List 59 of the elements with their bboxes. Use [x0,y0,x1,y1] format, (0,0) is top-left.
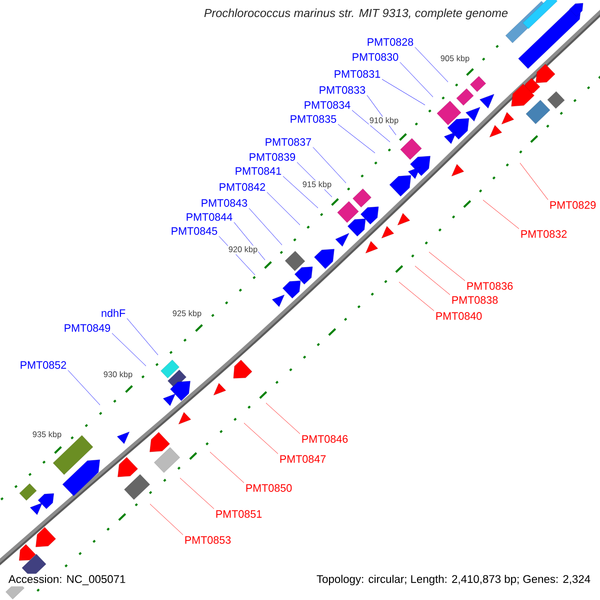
accession-text: Accession: NC_005071 [7,574,127,586]
leader-line [312,147,346,184]
leader-line [352,110,390,142]
gene-label: PMT0829 [550,201,596,209]
leader-line [400,62,434,98]
leader-line [68,370,100,406]
gene-label: PMT0833 [320,86,366,94]
gene-label: PMT0844 [186,213,232,221]
leader-line [282,176,318,208]
leader-line [266,402,300,434]
gene-label: ndhF [102,309,126,317]
gene-label: PMT0841 [236,167,282,175]
scale-label: 925 kbp [172,310,202,318]
leader-line [248,208,282,246]
leader-line [150,504,184,535]
scale-label: 910 kbp [368,116,400,126]
gene-label: PMT0846 [302,435,348,443]
leader-line [338,124,376,154]
leader-line [520,162,548,200]
gene-label: PMT0832 [521,230,567,238]
gene-label: PMT0845 [172,227,218,235]
gene-label: PMT0850 [246,484,292,492]
gene-label: PMT0843 [202,199,248,207]
leader-line [244,422,278,454]
gene-label: PMT0836 [467,282,513,290]
leader-line [126,318,158,356]
leader-line [482,200,520,229]
leader-line [234,222,266,260]
leader-line [112,333,146,366]
gene-label: PMT0842 [220,183,266,191]
gene-label: PMT0834 [304,101,350,109]
scale-label: 915 kbp [302,180,332,190]
title: Prochlorococcus marinus str. MIT 9313, complete genome [204,8,508,20]
leader-line [382,79,426,106]
scale-label: 920 kbp [228,246,258,254]
gene-label: PMT0853 [185,536,231,544]
leader-line [266,192,300,226]
gene-label: PMT0847 [280,455,326,463]
leader-line [414,266,450,295]
genome-summary: Topology: circular; Length: 2,410,873 bp; Genes: 2,324 [315,574,592,586]
gene-label: PMT0852 [20,361,66,369]
gene-label: PMT0828 [368,38,414,46]
gene-label: PMT0835 [290,115,336,123]
gene-label: PMT0830 [352,53,398,61]
gene-label: PMT0838 [452,296,498,304]
gene-label: PMT0851 [216,510,262,518]
leader-line [180,478,214,509]
gene-label: PMT0840 [436,312,482,320]
gene-label: PMT0849 [64,324,110,332]
scale-label: 930 kbp [102,370,134,380]
leader-line [210,452,244,483]
leader-line [398,282,434,311]
gene-label: PMT0837 [266,138,312,146]
scale-label: 935 kbp [32,430,62,440]
scale-label: 905 kbp [440,54,470,64]
gene-label: PMT0839 [250,153,296,161]
gene-label: PMT0831 [334,70,380,78]
leader-line [428,252,466,281]
leader-line [414,47,448,82]
